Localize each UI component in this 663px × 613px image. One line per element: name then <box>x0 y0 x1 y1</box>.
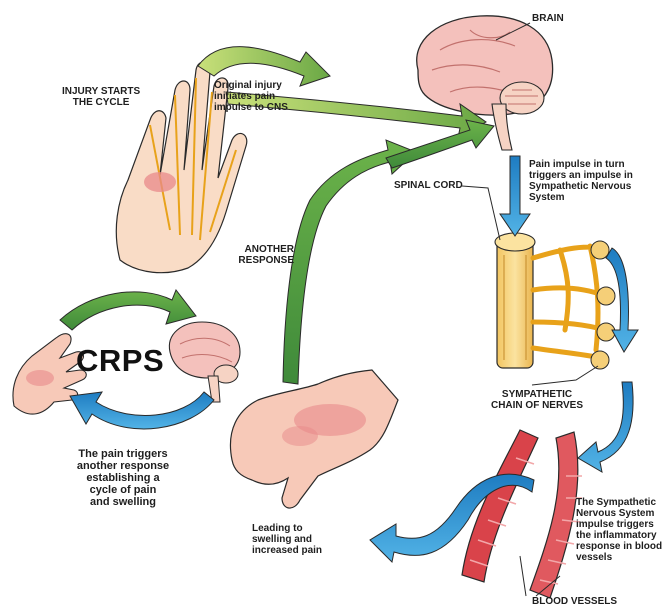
label-line: the inflammatory <box>576 530 662 541</box>
arrow-brain-to-spinal <box>500 156 530 236</box>
label-line: another response <box>58 460 188 472</box>
label-line: impulse to CNS <box>214 102 288 113</box>
label-line: Original injury <box>214 80 288 91</box>
label-line: THE CYCLE <box>62 97 140 108</box>
label-another-response: ANOTHER RESPONSE <box>234 244 294 266</box>
label-line: triggers an impulse in <box>529 170 633 181</box>
label-injury-starts: INJURY STARTS THE CYCLE <box>62 86 140 108</box>
label-sympathetic-impulse: The Sympathetic Nervous System impulse t… <box>576 497 662 563</box>
label-line: increased pain <box>252 545 322 556</box>
label-line: CHAIN OF NERVES <box>482 400 592 411</box>
label-pain-impulse: Pain impulse in turn triggers an impulse… <box>529 159 633 203</box>
label-line: vessels <box>576 552 662 563</box>
label-brain: BRAIN <box>532 13 564 24</box>
label-blood-vessels: BLOOD VESSELS <box>532 596 617 607</box>
label-line: establishing a <box>58 472 188 484</box>
label-line: Leading to <box>252 523 322 534</box>
swollen-hand-illustration <box>230 370 398 508</box>
label-line: cycle of pain <box>58 484 188 496</box>
label-line: RESPONSE <box>234 255 294 266</box>
arrow-crps-bottom-blue <box>70 392 214 429</box>
label-line: response in blood <box>576 541 662 552</box>
label-line: INJURY STARTS <box>62 86 140 97</box>
spinal-cord-illustration <box>495 233 535 368</box>
label-line: ANOTHER <box>234 244 294 255</box>
crps-title: CRPS <box>76 343 164 379</box>
label-line: Pain impulse in turn <box>529 159 633 170</box>
label-line: initiates pain <box>214 91 288 102</box>
label-line: Sympathetic Nervous <box>529 181 633 192</box>
arrow-another-response <box>283 120 494 384</box>
label-line: impulse triggers <box>576 519 662 530</box>
label-leading-to: Leading to swelling and increased pain <box>252 523 322 556</box>
label-line: The pain triggers <box>58 448 188 460</box>
label-original-injury: Original injury initiates pain impulse t… <box>214 80 288 113</box>
label-line: Nervous System <box>576 508 662 519</box>
label-line: and swelling <box>58 496 188 508</box>
crps-small-brain-illustration <box>169 322 240 402</box>
label-sympathetic-chain: SYMPATHETIC CHAIN OF NERVES <box>482 389 592 411</box>
sympathetic-chain-illustration <box>533 241 615 369</box>
blood-vessels-illustration <box>462 430 582 598</box>
label-line: System <box>529 192 633 203</box>
label-line: The Sympathetic <box>576 497 662 508</box>
label-spinal-cord: SPINAL CORD <box>394 180 463 191</box>
label-line: SYMPATHETIC <box>482 389 592 400</box>
label-pain-triggers: The pain triggers another response estab… <box>58 448 188 508</box>
arrow-crps-top-green <box>60 290 196 330</box>
label-line: swelling and <box>252 534 322 545</box>
